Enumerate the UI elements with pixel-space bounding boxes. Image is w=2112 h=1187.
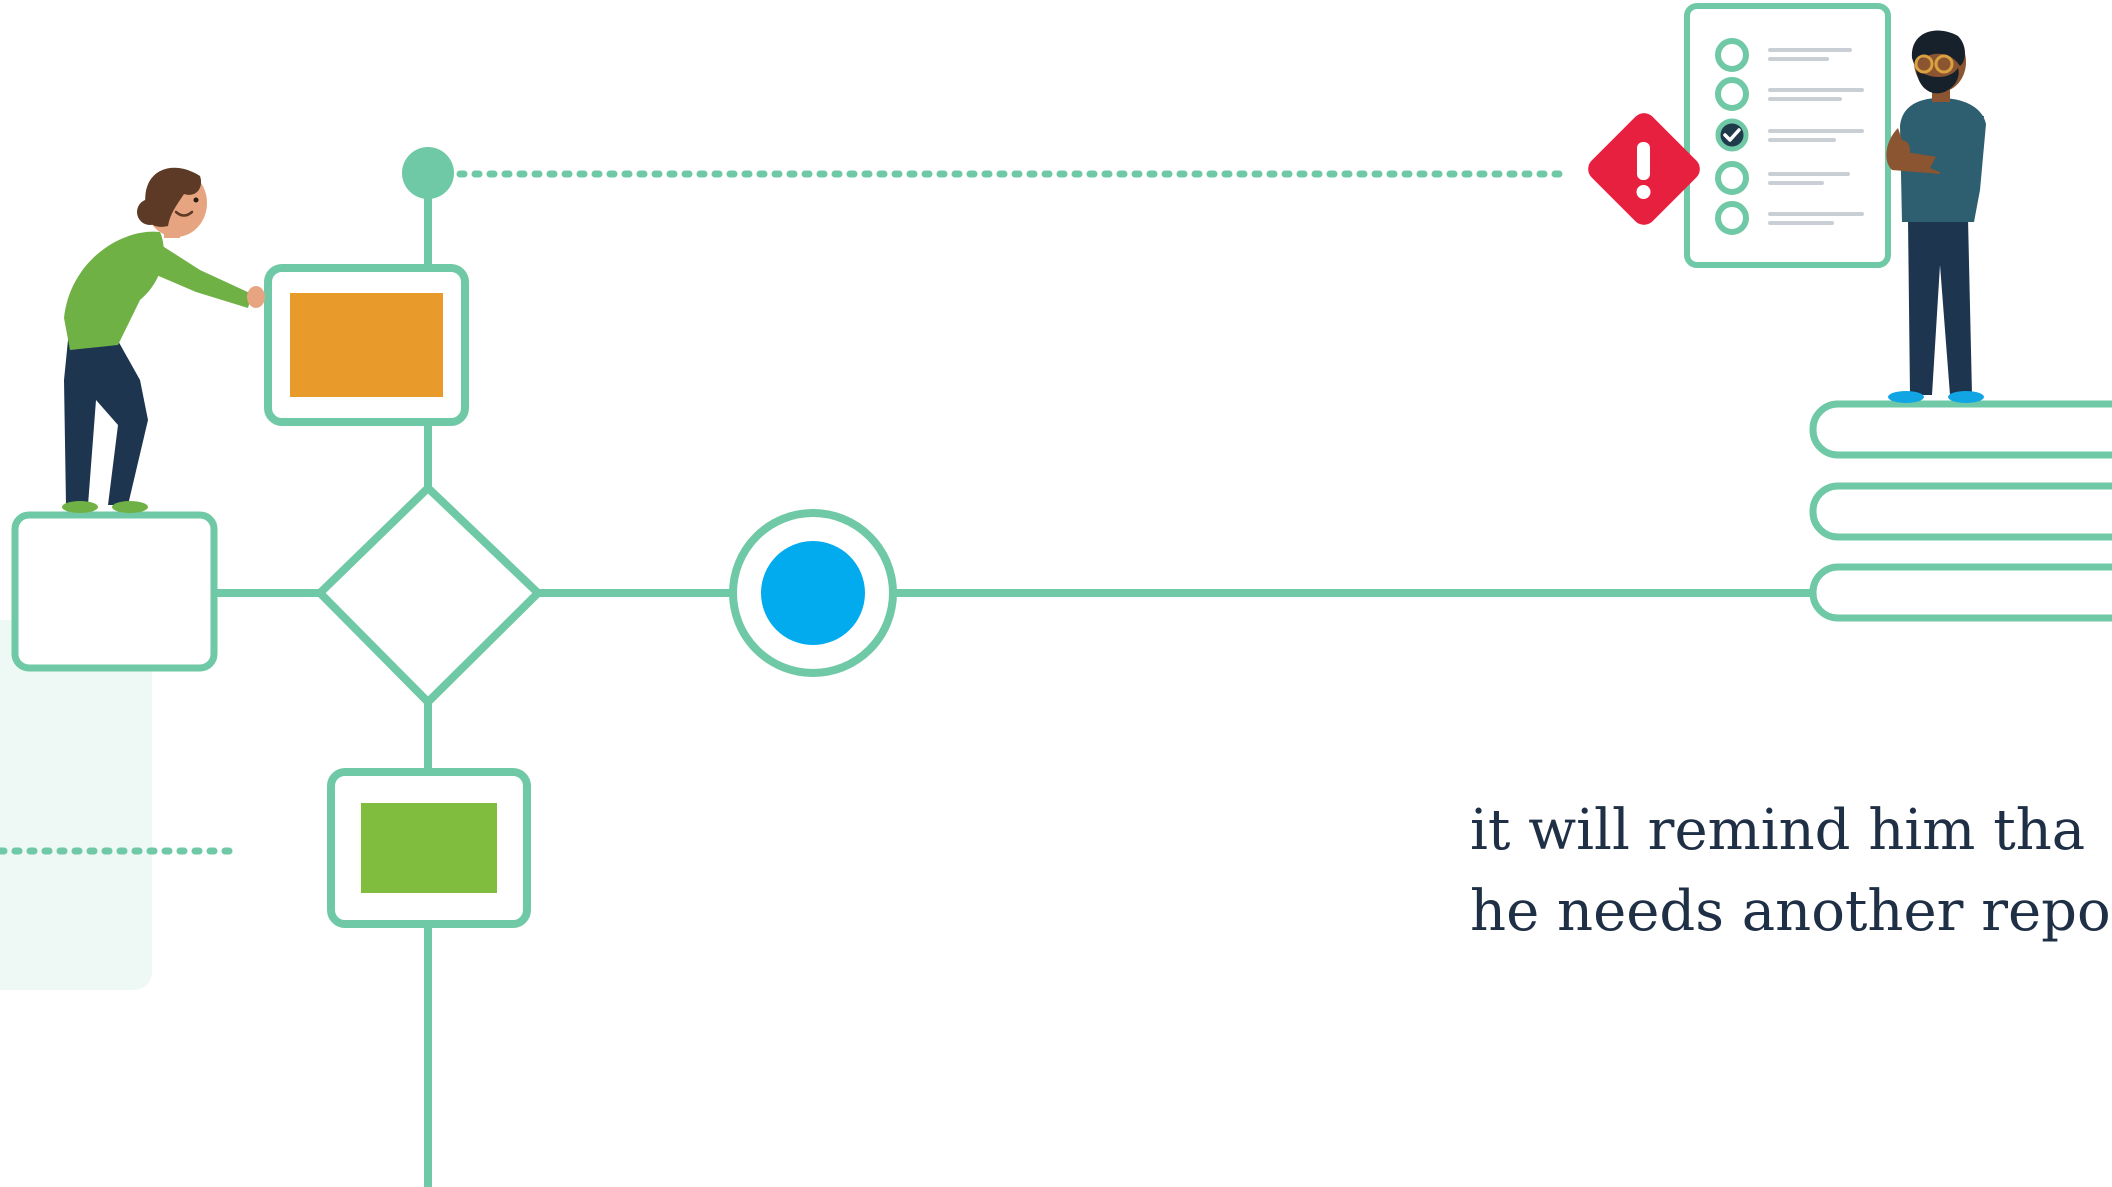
task-fill-orange: [290, 293, 443, 397]
gateway-diamond: [316, 484, 542, 706]
checklist-item-1: [1715, 38, 1749, 72]
stack-bar-1: [1809, 400, 2112, 459]
task-fill-green: [361, 803, 497, 893]
start-node: [402, 147, 454, 199]
background-panel: [0, 620, 152, 990]
check-circle-icon: [1715, 118, 1749, 152]
checklist-item-5: [1715, 201, 1749, 235]
exclamation-diamond-icon: [1588, 113, 1700, 225]
man-figure: [1886, 30, 1986, 403]
empty-task-box: [11, 511, 218, 672]
caption-line-2: he needs another repo: [1470, 879, 2111, 944]
stack-bar-2: [1809, 482, 2112, 541]
caption-line-1: it will remind him tha: [1470, 798, 2086, 863]
checklist-card: [1684, 3, 1891, 268]
woman-figure: [62, 167, 265, 513]
caption-text: it will remind him tha he needs another …: [1470, 790, 2112, 952]
checklist-item-4: [1715, 161, 1749, 195]
stack-bar-3: [1809, 563, 2112, 622]
intermediate-event-fill: [761, 541, 865, 645]
checklist-item-2: [1715, 77, 1749, 111]
